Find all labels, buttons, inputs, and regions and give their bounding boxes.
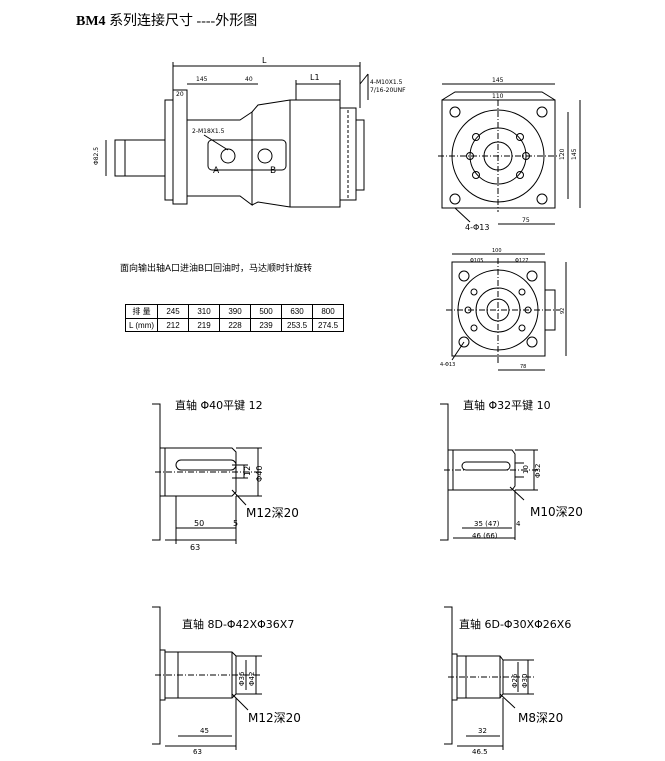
dim-side-2: 7/16-20UNF (370, 87, 406, 94)
spec-table: 排 量 245 310 390 500 630 800 L (mm) 212 2… (124, 304, 345, 332)
table-cell: 390 (219, 304, 252, 319)
shaft-1-drawing (152, 403, 262, 544)
shaft-1-dim-5: 5 (233, 519, 238, 528)
endtop-dim-top: 145 (492, 77, 504, 84)
note-thread: 2-M18X1.5 (192, 128, 225, 135)
endtop-hole-label: 4-Φ13 (465, 223, 489, 232)
endbot-hole-label: 4-Φ13 (440, 362, 455, 368)
table-cell: 630 (281, 304, 314, 319)
dim-40: 40 (245, 76, 253, 83)
shaft-3-dim-63: 63 (193, 748, 202, 756)
shaft-3-thread: M12深20 (248, 711, 301, 725)
table-cell: L (mm) (124, 318, 159, 332)
end-view-top (438, 83, 581, 225)
table-row: 排 量 245 310 390 500 630 800 (124, 304, 345, 319)
title-label: 系列连接尺寸 ----外形图 (109, 14, 258, 29)
shaft-1-title: 直轴 Φ40平键 12 (175, 398, 263, 412)
shaft-2-thread: M10深20 (530, 505, 583, 519)
table-cell: 219 (188, 318, 221, 332)
model-label: BM4 (76, 14, 106, 29)
shaft-4-dim-32: 32 (478, 727, 487, 735)
table-cell: 排 量 (124, 304, 159, 319)
dim-L1: L1 (310, 73, 320, 82)
endtop-dim-right: 145 (571, 148, 578, 160)
shaft-3-title: 直轴 8D-Φ42XΦ36X7 (182, 617, 294, 631)
endbot-dim-a: Φ105 (470, 258, 483, 264)
table-cell: 239 (250, 318, 283, 332)
dim-vertical: Φ82.5 (93, 147, 100, 165)
shaft-3-dim-d1: Φ36 (238, 671, 246, 686)
endtop-dim-right2: 120 (559, 148, 566, 160)
port-a-label: A (213, 166, 220, 176)
shaft-2-title: 直轴 Φ32平键 10 (463, 398, 551, 412)
table-cell: 800 (312, 304, 345, 319)
shaft-3-dim-45: 45 (200, 727, 209, 735)
page-title: BM4 系列连接尺寸 ----外形图 (76, 10, 257, 30)
shaft-1-thread: M12深20 (246, 506, 299, 520)
shaft-1-dim-key: 12 (243, 466, 252, 476)
shaft-1-dim-63: 63 (190, 543, 200, 552)
table-cell: 310 (188, 304, 221, 319)
dim-20: 20 (176, 91, 184, 98)
table-cell: 212 (157, 318, 190, 332)
shaft-4-dim-d1: Φ26 (511, 673, 519, 688)
shaft-1-dim-dia: Φ40 (255, 466, 264, 482)
shaft-4-drawing (444, 606, 536, 750)
dim-145: 145 (196, 76, 208, 83)
shaft-2-dim-total: 46 (66) (472, 532, 498, 540)
shaft-2-dim-4: 4 (516, 520, 521, 528)
shaft-4-dim-d2: Φ30 (521, 674, 529, 688)
table-cell: 228 (219, 318, 252, 332)
table-cell: 274.5 (312, 318, 345, 332)
shaft-2-drawing (440, 403, 538, 541)
endbot-dim-b: Φ127 (515, 258, 528, 264)
shaft-1-dim-50: 50 (194, 519, 204, 528)
shaft-3-dim-d2: Φ42 (248, 672, 256, 686)
endbot-dim-right: 92 (560, 308, 566, 314)
rotation-note: 面向输出轴A口进油B口回油时，马达顺时针旋转 (120, 263, 313, 273)
endbot-dim-bottom: 78 (520, 364, 526, 370)
end-view-bottom (446, 253, 567, 371)
main-side-view (105, 62, 369, 208)
port-b-label: B (270, 166, 276, 176)
table-cell: 253.5 (281, 318, 314, 332)
table-cell: 500 (250, 304, 283, 319)
shaft-3-drawing (152, 606, 262, 750)
shaft-4-title: 直轴 6D-Φ30XΦ26X6 (459, 617, 571, 631)
dim-L: L (262, 56, 267, 65)
table-cell: 245 (157, 304, 190, 319)
shaft-2-dim-dia: Φ32 (534, 464, 542, 478)
endbot-dim-top: 100 (492, 248, 502, 254)
endtop-dim-inner: 110 (492, 93, 504, 100)
endtop-dim-bottom: 75 (522, 217, 530, 224)
dim-side-1: 4-M10X1.5 (370, 79, 403, 86)
shaft-4-dim-total: 46.5 (472, 748, 488, 756)
shaft-2-dim-35: 35 (47) (474, 520, 500, 528)
table-row: L (mm) 212 219 228 239 253.5 274.5 (124, 318, 345, 332)
shaft-2-dim-key: 10 (522, 465, 530, 474)
shaft-4-thread: M8深20 (518, 711, 563, 725)
